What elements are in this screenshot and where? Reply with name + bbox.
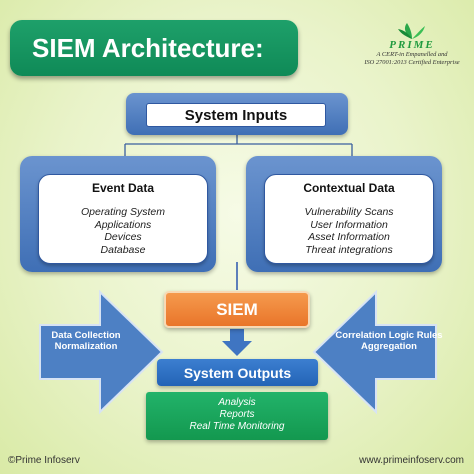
system-inputs-label: System Inputs [146, 103, 326, 127]
contextual-data-item: Asset Information [308, 231, 390, 243]
logo-tagline-2: ISO 27001:2013 Certified Enterprise [364, 59, 460, 66]
event-data-item: Applications [94, 218, 152, 231]
down-arrow-shape [222, 329, 252, 356]
system-outputs-box: System Outputs [157, 359, 318, 386]
left-arrow-text: Data Collection Normalization [40, 330, 132, 352]
system-outputs-label: System Outputs [183, 364, 292, 381]
left-arrow-line: Normalization [54, 341, 118, 352]
system-outputs-list: Analysis Reports Real Time Monitoring [146, 392, 328, 440]
right-arrow-line: Correlation Logic Rules [335, 330, 443, 341]
right-arrow-shape [312, 289, 437, 415]
event-data-card: Event Data Operating System Applications… [38, 174, 208, 264]
logo-name: PRIME [389, 39, 435, 51]
footer-copyright: ©Prime Infoserv [8, 455, 80, 466]
footer-website: www.primeinfoserv.com [359, 455, 464, 466]
contextual-data-card: Contextual Data Vulnerability Scans User… [264, 174, 434, 264]
siem-box: SIEM [164, 291, 310, 328]
title-banner: SIEM Architecture: [10, 20, 298, 76]
event-data-item: Database [100, 243, 146, 256]
prime-logo: PRIME A CERT-in Empanelled and ISO 27001… [360, 22, 464, 74]
right-arrow-line: Aggregation [361, 341, 417, 352]
leaf-logo-icon [398, 23, 425, 39]
event-data-title: Event Data [91, 181, 155, 195]
siem-label: SIEM [216, 299, 258, 319]
right-arrow-text: Correlation Logic Rules Aggregation [334, 330, 444, 352]
contextual-data-item: Threat integrations [305, 243, 393, 256]
output-item: Analysis [218, 397, 256, 408]
contextual-data-item: User Information [310, 218, 388, 231]
output-item: Real Time Monitoring [189, 421, 285, 432]
event-data-item: Operating System [80, 206, 166, 218]
left-arrow-shape [39, 289, 164, 415]
event-data-item: Devices [104, 231, 142, 243]
output-item: Reports [219, 409, 255, 420]
logo-tagline-1: A CERT-in Empanelled and [376, 51, 448, 58]
page-title: SIEM Architecture: [32, 32, 264, 63]
contextual-data-item: Vulnerability Scans [304, 206, 394, 218]
left-arrow-line: Data Collection [51, 330, 121, 341]
contextual-data-title: Contextual Data [303, 181, 395, 195]
